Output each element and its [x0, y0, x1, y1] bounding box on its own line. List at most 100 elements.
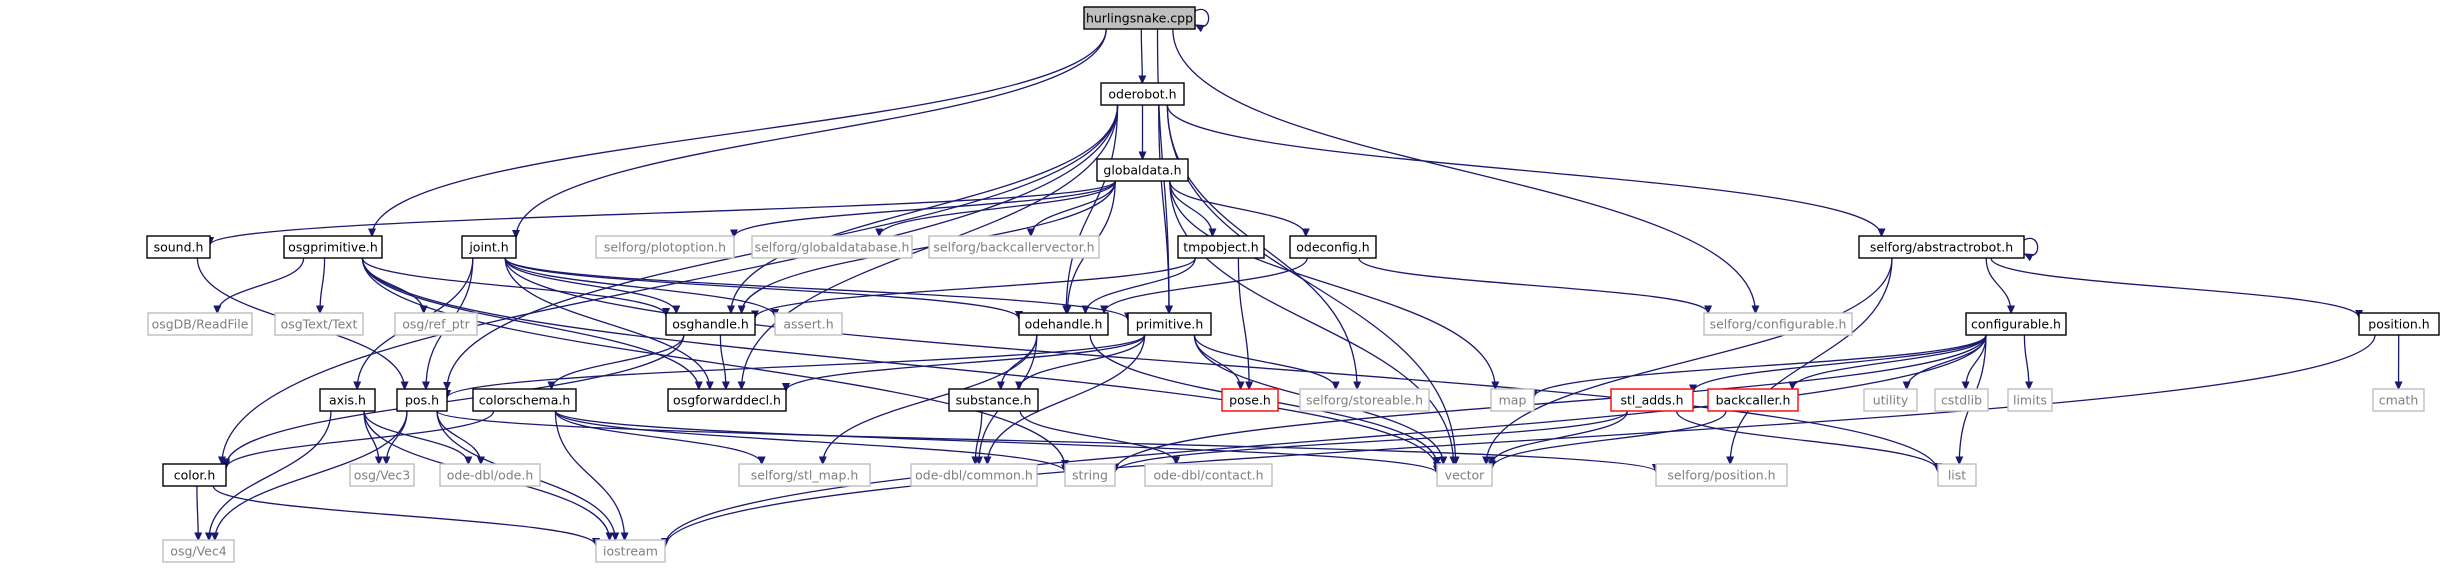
- edge-osgprimitive_h-to-osgtext: [320, 257, 326, 313]
- node-map[interactable]: map: [1490, 388, 1535, 412]
- edge-osgprimitive_h-to-string: [361, 257, 1065, 468]
- node-position-h[interactable]: position.h: [2358, 312, 2440, 336]
- node-abstractrobot-h[interactable]: selforg/abstractrobot.h: [1858, 235, 2025, 259]
- edge-tmpobject_h-to-odehandle_h: [1085, 257, 1196, 313]
- node-label: selforg/storeable.h: [1306, 393, 1423, 408]
- node-contact-h[interactable]: ode-dbl/contact.h: [1144, 463, 1273, 487]
- node-list[interactable]: list: [1937, 463, 1977, 487]
- node-configurable-sf-h[interactable]: selforg/configurable.h: [1703, 312, 1853, 336]
- node-stl-adds-h[interactable]: stl_adds.h: [1610, 388, 1694, 412]
- edge-osgprimitive_h-to-osghandle_h: [361, 257, 666, 316]
- node-odehandle-h[interactable]: odehandle.h: [1018, 312, 1109, 336]
- node-primitive-h[interactable]: primitive.h: [1127, 312, 1212, 336]
- edge-backcaller_h-to-vector: [1492, 410, 1727, 468]
- node-box: [928, 235, 1100, 259]
- node-common-h[interactable]: ode-dbl/common.h: [910, 463, 1038, 487]
- node-hurlingsnake-cpp[interactable]: hurlingsnake.cpp: [1083, 6, 1196, 30]
- edge-colorschema_h-to-iostream: [554, 410, 624, 540]
- node-ode-h[interactable]: ode-dbl/ode.h: [439, 463, 541, 487]
- node-storeable-h[interactable]: selforg/storeable.h: [1299, 388, 1430, 412]
- edge-joint_h-to-assert_h: [504, 257, 775, 317]
- node-iostream[interactable]: iostream: [595, 539, 666, 563]
- node-box: [394, 312, 478, 336]
- edge-colorschema_h-to-stl_map_h: [554, 410, 761, 464]
- node-ref-ptr[interactable]: osg/ref_ptr: [394, 312, 478, 336]
- edge-primitive_h-to-pose_h: [1193, 334, 1240, 389]
- edge-pos_h-to-osg_vec4: [215, 410, 408, 540]
- node-box: [1096, 158, 1189, 182]
- node-pose-h[interactable]: pose.h: [1221, 388, 1279, 412]
- edge-joint_h-to-osghandle_h: [504, 257, 676, 313]
- node-box: [283, 235, 383, 259]
- node-utility[interactable]: utility: [1863, 388, 1918, 412]
- node-tmpobject-h[interactable]: tmpobject.h: [1177, 235, 1265, 259]
- node-globaldatabase-h[interactable]: selforg/globaldatabase.h: [751, 235, 913, 259]
- node-joint-h[interactable]: joint.h: [461, 235, 517, 259]
- node-oderobot-h[interactable]: oderobot.h: [1100, 82, 1185, 106]
- node-assert-h[interactable]: assert.h: [774, 312, 843, 336]
- node-osg-vec3[interactable]: osg/Vec3: [349, 463, 415, 487]
- node-box: [1127, 312, 1212, 336]
- node-colorschema-h[interactable]: colorschema.h: [472, 388, 577, 412]
- node-box: [1490, 388, 1535, 412]
- node-osg-vec4[interactable]: osg/Vec4: [162, 539, 235, 563]
- node-odeconfig-h[interactable]: odeconfig.h: [1289, 235, 1377, 259]
- node-string[interactable]: string: [1064, 463, 1116, 487]
- node-box: [461, 235, 517, 259]
- edge-configurable_h-to-iostream: [665, 334, 1987, 546]
- edge-osghandle_h-to-osgforwarddecl_h: [719, 334, 725, 389]
- node-globaldata-h[interactable]: globaldata.h: [1096, 158, 1189, 182]
- node-label: assert.h: [783, 317, 833, 332]
- node-label: cstdlib: [1941, 393, 1982, 408]
- node-box: [319, 388, 376, 412]
- node-label: sound.h: [154, 240, 204, 255]
- node-osghandle-h[interactable]: osghandle.h: [665, 312, 756, 336]
- node-configurable-h[interactable]: configurable.h: [1965, 312, 2067, 336]
- node-backcaller-h[interactable]: backcaller.h: [1707, 388, 1799, 412]
- node-label: configurable.h: [1971, 317, 2061, 332]
- edge-substance_h-to-common_h: [975, 410, 983, 464]
- node-limits[interactable]: limits: [2007, 388, 2053, 412]
- node-vector[interactable]: vector: [1436, 463, 1493, 487]
- edge-pos_h-to-ode_h: [436, 410, 481, 464]
- node-box: [162, 463, 227, 487]
- node-plotoption-h[interactable]: selforg/plotoption.h: [595, 235, 735, 259]
- edge-odeconfig_h-to-configurable_sf_h: [1358, 257, 1708, 313]
- edge-globaldata_h-to-globaldatabase_h: [879, 180, 1116, 236]
- node-label: limits: [2013, 393, 2047, 408]
- node-box: [1655, 463, 1788, 487]
- node-label: substance.h: [956, 393, 1032, 408]
- node-label: tmpobject.h: [1183, 240, 1258, 255]
- node-sound-h[interactable]: sound.h: [146, 235, 211, 259]
- node-label: odehandle.h: [1025, 317, 1103, 332]
- node-color-h[interactable]: color.h: [162, 463, 227, 487]
- node-label: hurlingsnake.cpp: [1086, 11, 1193, 26]
- node-osgtext[interactable]: osgText/Text: [274, 312, 364, 336]
- node-readfile[interactable]: osgDB/ReadFile: [147, 312, 253, 336]
- node-cstdlib[interactable]: cstdlib: [1934, 388, 1989, 412]
- edge-layer: [197, 8, 2399, 547]
- node-stl-map-h[interactable]: selforg/stl_map.h: [738, 463, 871, 487]
- node-box: [751, 235, 913, 259]
- edge-odeconfig_h-to-odehandle_h: [1104, 257, 1308, 313]
- node-box: [146, 235, 211, 259]
- node-box: [439, 463, 541, 487]
- edge-position_h-to-iostream: [665, 334, 2376, 547]
- node-axis-h[interactable]: axis.h: [319, 388, 376, 412]
- node-substance-h[interactable]: substance.h: [948, 388, 1039, 412]
- node-pos-h[interactable]: pos.h: [396, 388, 448, 412]
- node-backcallervector-h[interactable]: selforg/backcallervector.h: [928, 235, 1100, 259]
- node-label: osghandle.h: [672, 317, 749, 332]
- node-cmath[interactable]: cmath: [2372, 388, 2425, 412]
- edge-configurable_h-to-stl_adds_h: [1693, 334, 1987, 392]
- node-label: selforg/globaldatabase.h: [755, 240, 910, 255]
- node-box: [595, 235, 735, 259]
- node-label: primitive.h: [1136, 317, 1204, 332]
- node-osgforwarddecl-h[interactable]: osgforwarddecl.h: [667, 388, 787, 412]
- node-osgprimitive-h[interactable]: osgprimitive.h: [283, 235, 383, 259]
- node-label: oderobot.h: [1108, 87, 1176, 102]
- node-box: [349, 463, 415, 487]
- edge-globaldata_h-to-map: [1169, 180, 1495, 389]
- node-position-sf-h[interactable]: selforg/position.h: [1655, 463, 1788, 487]
- edge-abstractrobot_h-to-abstractrobot_h: [2023, 237, 2039, 255]
